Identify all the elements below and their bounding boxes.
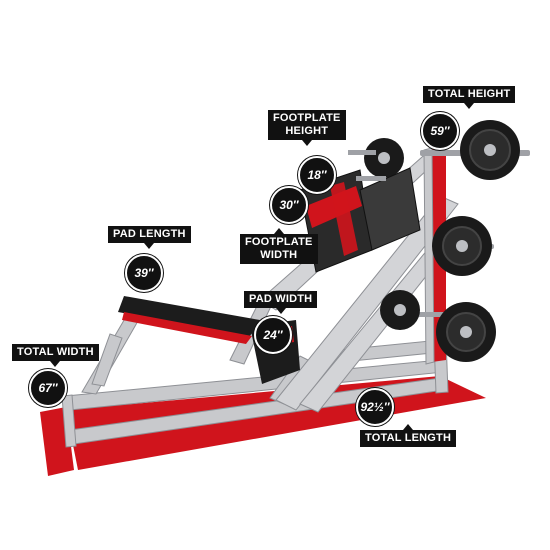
pad-width-value: 24″ (254, 316, 292, 354)
total-length-value: 92½″ (356, 388, 394, 426)
total-width-value: 67″ (29, 369, 67, 407)
footplate-width-value: 30″ (270, 186, 308, 224)
total-height-value: 59″ (421, 112, 459, 150)
total-width-label: TOTAL WIDTH (12, 344, 99, 367)
pad-length-value: 39″ (125, 254, 163, 292)
total-height-label: TOTAL HEIGHT (423, 86, 516, 109)
footplate-height-label: FOOTPLATE HEIGHT (268, 110, 346, 146)
total-length-label: TOTAL LENGTH (360, 424, 457, 447)
weight-plates (364, 120, 520, 362)
pad-length-label: PAD LENGTH (108, 226, 191, 249)
footplate (299, 150, 421, 273)
footplate-width-label: FOOTPLATE WIDTH (240, 228, 318, 264)
rear-upright-frame (423, 147, 435, 365)
footplate-height-value: 18″ (298, 156, 336, 194)
pad-width-label: PAD WIDTH (244, 291, 318, 314)
